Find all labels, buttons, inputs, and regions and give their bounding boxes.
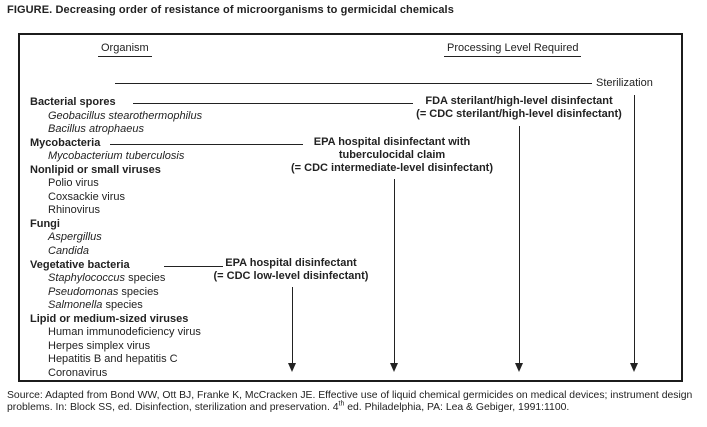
organism-group-label: Nonlipid or small viruses bbox=[30, 163, 161, 176]
source-citation-line2: problems. In: Block SS, ed. Disinfection… bbox=[7, 400, 570, 414]
organism-item: Polio virus bbox=[30, 177, 202, 191]
organism-item-label: Geobacillus stearothermophilus bbox=[48, 109, 203, 122]
fda-sterilant-line1: FDA sterilant/high-level disinfectant bbox=[425, 95, 613, 107]
fda-sterilant-label: FDA sterilant/high-level disinfectant (=… bbox=[404, 95, 634, 121]
organism-item: Herpes simplex virus bbox=[30, 340, 202, 354]
organism-item-label: Candida bbox=[48, 245, 89, 258]
figure-title: FIGURE. Decreasing order of resistance o… bbox=[7, 4, 454, 16]
organism-group: Mycobacteria bbox=[30, 137, 202, 151]
organism-list: Bacterial spores Geobacillus stearotherm… bbox=[30, 96, 202, 380]
organism-item: Coronavirus bbox=[30, 367, 202, 381]
organism-item-label: Polio virus bbox=[48, 177, 99, 190]
epa-tuberculocidal-arrow-stem bbox=[394, 179, 395, 364]
epa-tuberculocidal-line3: (= CDC intermediate-level disinfectant) bbox=[290, 162, 494, 174]
organism-item: Mycobacterium tuberculosis bbox=[30, 150, 202, 164]
organism-item: Coxsackie virus bbox=[30, 191, 202, 205]
organism-item-suffix: species bbox=[118, 285, 159, 298]
organism-item: Salmonella species bbox=[30, 299, 202, 313]
fda-sterilant-arrow-stem bbox=[519, 126, 520, 364]
epa-low-level-arrowhead-icon bbox=[288, 363, 296, 372]
mycobacteria-connector-line bbox=[110, 144, 303, 145]
sterilization-arrow-stem bbox=[634, 95, 635, 364]
organism-item-suffix: species bbox=[125, 272, 166, 285]
epa-tuberculocidal-line1: EPA hospital disinfectant with bbox=[313, 136, 471, 148]
organism-item: Staphylococcus species bbox=[30, 272, 202, 286]
organism-group-label: Bacterial spores bbox=[30, 96, 116, 108]
source-citation-line1: Source: Adapted from Bond WW, Ott BJ, Fr… bbox=[7, 390, 693, 401]
column-header-organism: Organism bbox=[98, 42, 152, 57]
organism-item: Human immunodeficiency virus bbox=[30, 326, 202, 340]
organism-group-label: Mycobacteria bbox=[30, 136, 101, 149]
sterilization-label: Sterilization bbox=[596, 77, 653, 89]
organism-item-genus: Salmonella bbox=[48, 299, 103, 312]
organism-item-label: Coxsackie virus bbox=[48, 190, 126, 203]
organism-group: Bacterial spores bbox=[30, 96, 202, 110]
figure-border-box bbox=[18, 33, 683, 382]
organism-item: Candida bbox=[30, 245, 202, 259]
organism-group: Fungi bbox=[30, 218, 202, 232]
organism-group-label: Lipid or medium-sized viruses bbox=[30, 312, 189, 325]
organism-item-label: Human immunodeficiency virus bbox=[48, 326, 201, 339]
fda-sterilant-line2: (= CDC sterilant/high-level disinfectant… bbox=[416, 108, 622, 120]
sterilization-arrowhead-icon bbox=[630, 363, 638, 372]
organism-group: Nonlipid or small viruses bbox=[30, 164, 202, 178]
organism-item-label: Herpes simplex virus bbox=[48, 339, 151, 352]
epa-tuberculocidal-label: EPA hospital disinfectant with tuberculo… bbox=[286, 136, 498, 175]
organism-item-label: Mycobacterium tuberculosis bbox=[48, 150, 185, 163]
epa-low-level-label: EPA hospital disinfectant (= CDC low-lev… bbox=[212, 257, 370, 283]
organism-item-label: Coronavirus bbox=[48, 366, 108, 379]
source-citation-line2-pre: problems. In: Block SS, ed. Disinfection… bbox=[7, 402, 339, 413]
source-citation-edition-superscript: th bbox=[338, 400, 345, 408]
source-citation-line2-post: ed. Philadelphia, PA: Lea & Gebiger, 199… bbox=[344, 402, 570, 413]
organism-item-genus: Staphylococcus bbox=[48, 272, 126, 285]
sterilization-connector-line bbox=[115, 83, 592, 84]
organism-item-label: Hepatitis B and hepatitis C bbox=[48, 353, 178, 366]
organism-item-genus: Pseudomonas bbox=[48, 285, 119, 298]
vegetative-bacteria-connector-line bbox=[164, 266, 223, 267]
organism-item-label: Aspergillus bbox=[48, 231, 102, 244]
fda-sterilant-arrowhead-icon bbox=[515, 363, 523, 372]
epa-tuberculocidal-line2: tuberculocidal claim bbox=[338, 149, 446, 161]
epa-low-level-arrow-stem bbox=[292, 287, 293, 364]
organism-group-label: Vegetative bacteria bbox=[30, 258, 130, 271]
epa-low-level-line2: (= CDC low-level disinfectant) bbox=[213, 270, 369, 282]
organism-item: Geobacillus stearothermophilus bbox=[30, 110, 202, 124]
epa-tuberculocidal-arrowhead-icon bbox=[390, 363, 398, 372]
organism-item: Bacillus atrophaeus bbox=[30, 123, 202, 137]
organism-group: Lipid or medium-sized viruses bbox=[30, 313, 202, 327]
organism-item: Pseudomonas species bbox=[30, 286, 202, 300]
organism-item: Aspergillus bbox=[30, 231, 202, 245]
bacterial-spores-connector-line bbox=[133, 103, 413, 104]
organism-group-label: Fungi bbox=[30, 217, 60, 230]
organism-group: Vegetative bacteria bbox=[30, 259, 202, 273]
organism-item-suffix: species bbox=[102, 299, 143, 312]
organism-item: Rhinovirus bbox=[30, 204, 202, 218]
organism-item: Hepatitis B and hepatitis C bbox=[30, 353, 202, 367]
organism-item-label: Rhinovirus bbox=[48, 204, 100, 217]
column-header-processing-level: Processing Level Required bbox=[444, 42, 582, 57]
epa-low-level-line1: EPA hospital disinfectant bbox=[225, 257, 357, 269]
organism-item-label: Bacillus atrophaeus bbox=[48, 123, 145, 136]
